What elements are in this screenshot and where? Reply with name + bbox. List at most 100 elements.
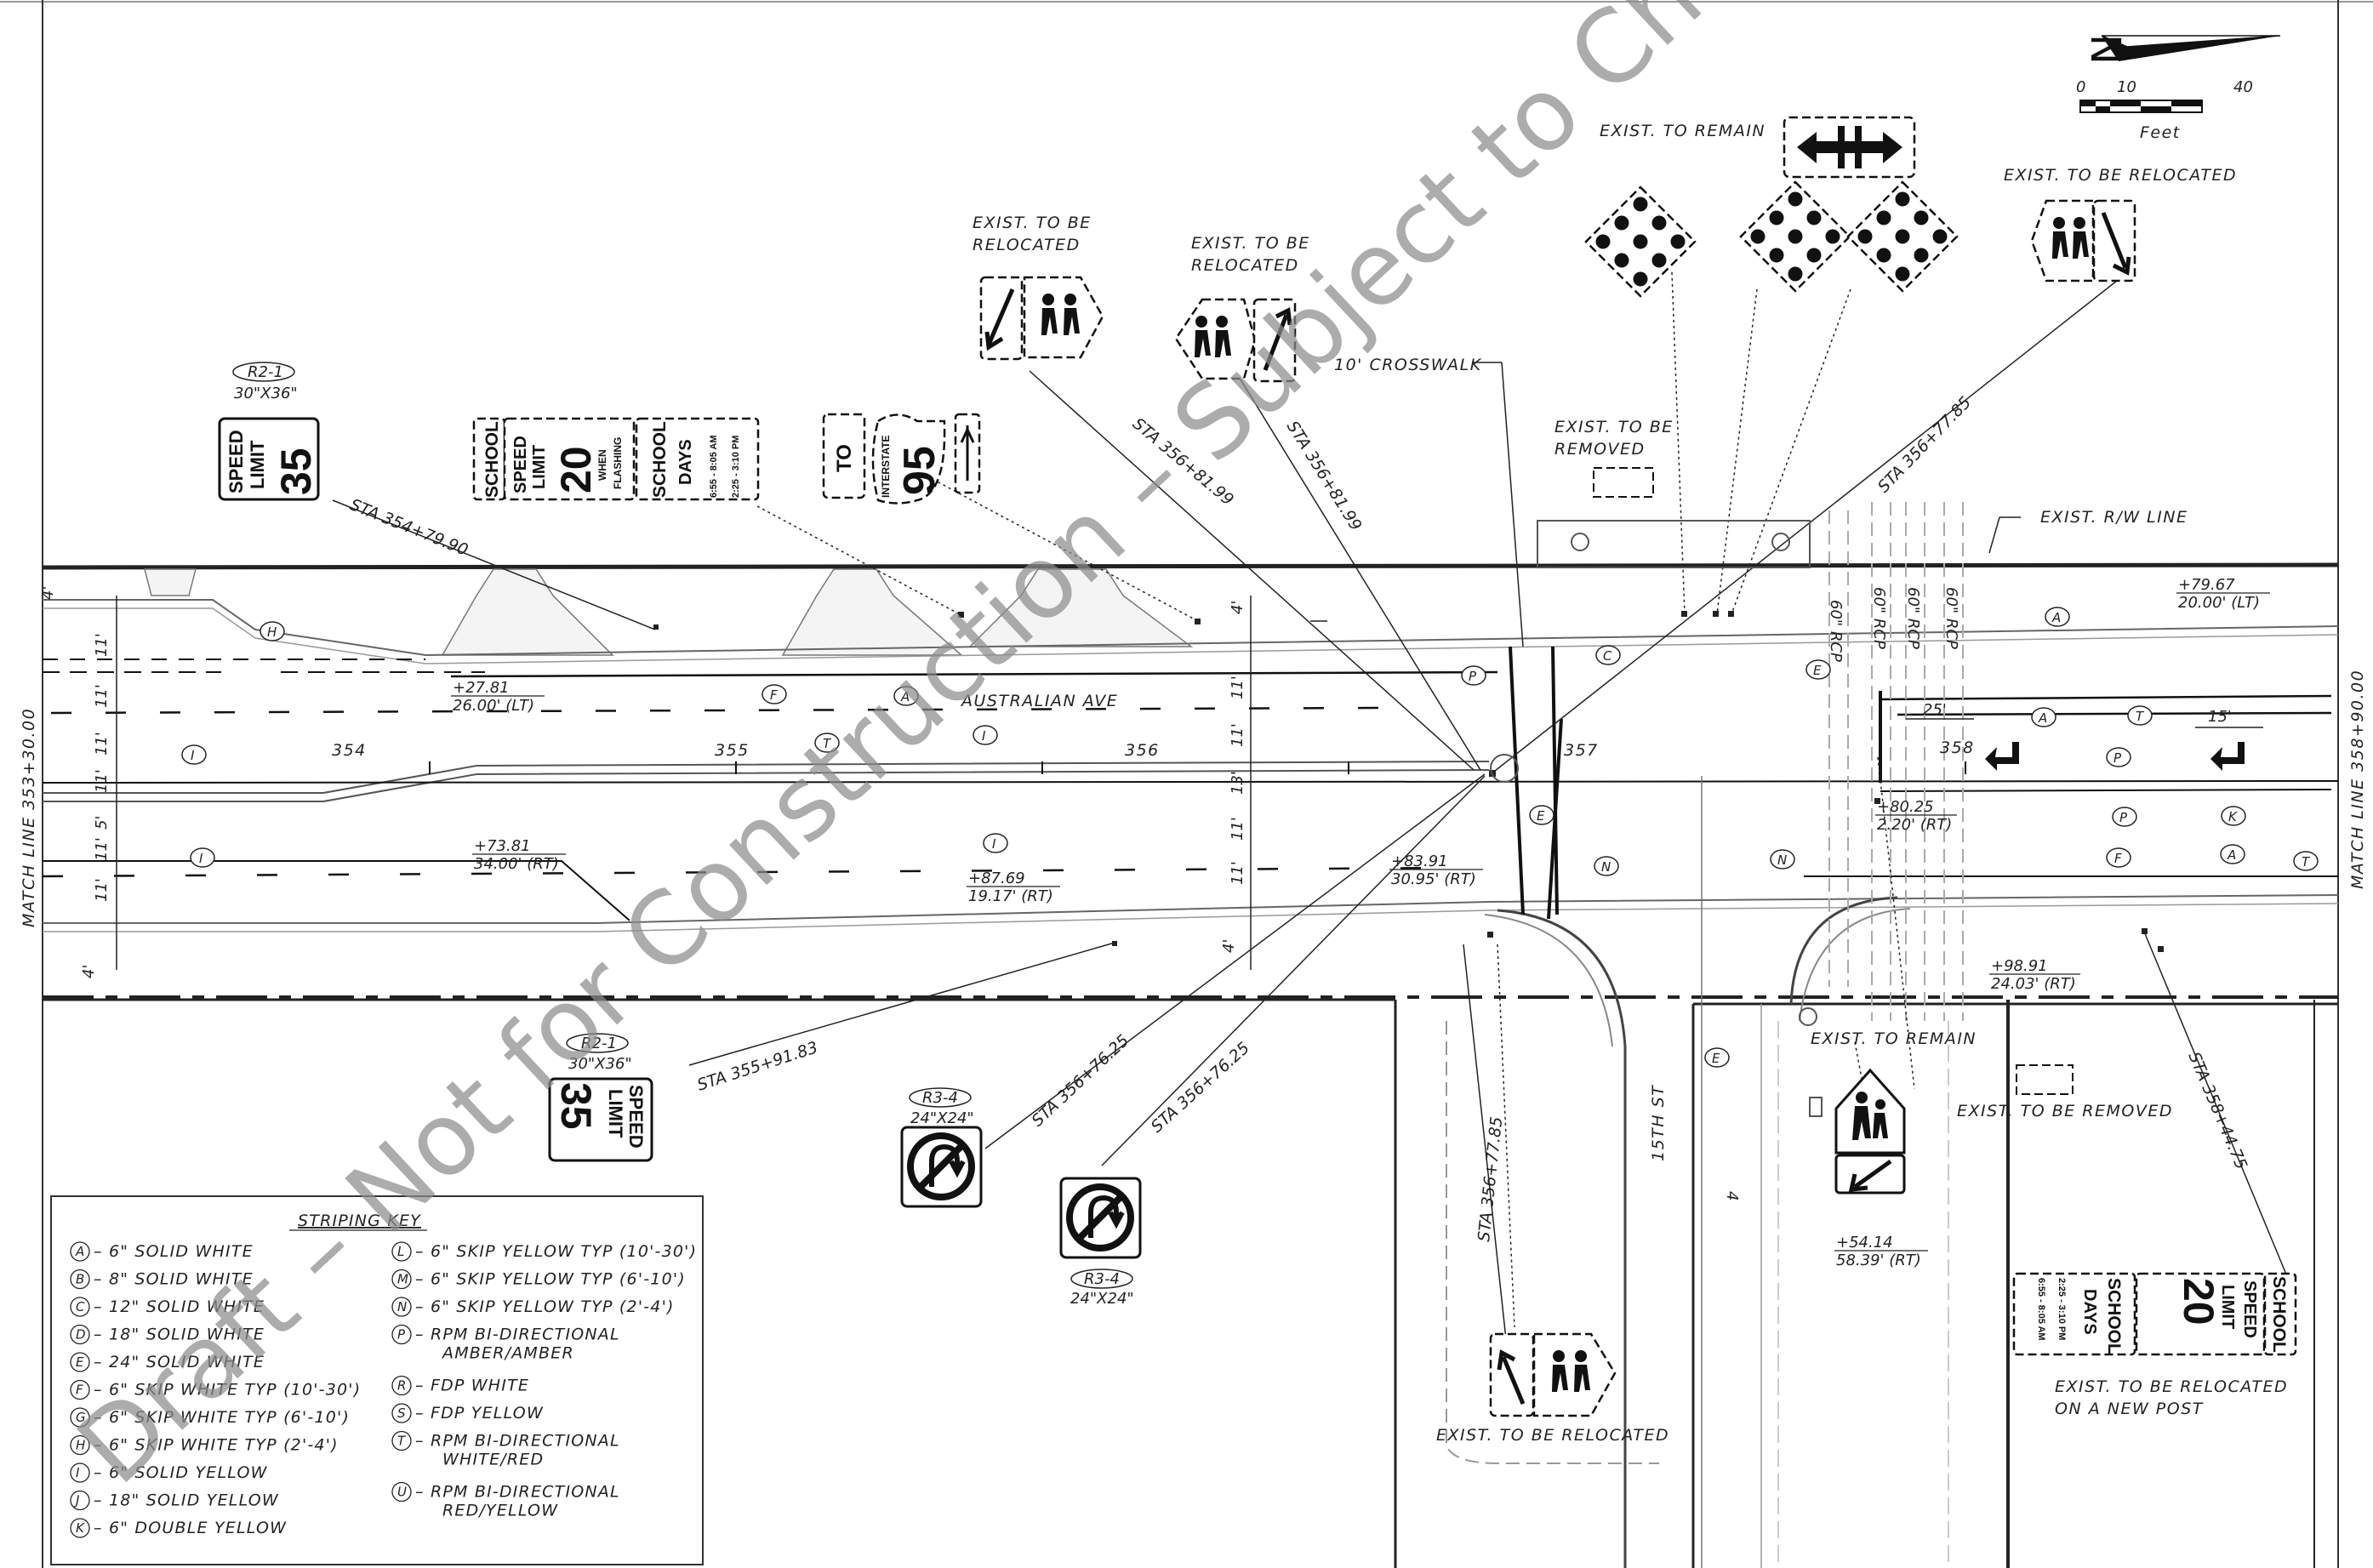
double-arrow-icon [1797, 126, 1902, 168]
school-top-limit: LIMIT [530, 445, 549, 489]
svg-text:G: G [76, 1410, 86, 1425]
scale-40: 40 [2233, 78, 2253, 96]
svg-text:H: H [76, 1438, 85, 1453]
school-speed-sign-top-text: SCHOOL SPEED LIMIT 20 WHEN FLASHING SCHO… [482, 421, 741, 498]
lane-dimensions-left: 4' 11' 11' 11' 11' 5' 11' 11' 4' 4' 11' … [39, 586, 2263, 978]
note-exist-reloc-1a: EXIST. TO BE [973, 214, 1092, 232]
marker-a-1: A [893, 686, 919, 706]
no-uturn-sign-right: R3-4 24"X24" [1059, 1177, 1142, 1308]
school-top-school: SCHOOL [650, 421, 670, 498]
striping-key-item: D – 18" SOLID WHITE [70, 1324, 265, 1345]
svg-text:RED/YELLOW: RED/YELLOW [442, 1502, 558, 1520]
utility-items [1490, 520, 1823, 1117]
school-top-when: WHEN [596, 449, 608, 481]
offset-6-off: 2.20' (RT) [1877, 816, 1952, 834]
dotted-leaders [756, 271, 1915, 1328]
offset-7-sta: +98.91 [1991, 957, 2048, 975]
marker-n-2: N [1770, 849, 1795, 870]
svg-text:– 6" SKIP YELLOW TYP (10'-30': – 6" SKIP YELLOW TYP (10'-30') [415, 1242, 697, 1261]
dim-5: 5' [93, 816, 111, 830]
marker-e-3: E [1704, 1047, 1730, 1068]
offset-7-off: 24.03' (RT) [1991, 975, 2076, 993]
r21-bottom-limit: LIMIT [605, 1089, 626, 1138]
school-speed-sign-top [472, 417, 760, 501]
dim-11-a: 11' [93, 633, 111, 657]
note-exist-removed-top-b: REMOVED [1554, 440, 1646, 459]
to-i95-sign: TO INTERSTATE 95 [822, 413, 981, 505]
offset-4-sta: +83.91 [1391, 852, 1448, 870]
svg-text:H: H [267, 624, 277, 640]
pedestrian-sign-reloc-bottom [1489, 1332, 1617, 1417]
note-exist-reloc-2a: EXIST. TO BE [1191, 234, 1310, 253]
no-uturn-icon-1 [907, 1132, 975, 1200]
station-356: 356 [1125, 741, 1160, 760]
svg-text:– 12" SOLID WHITE: – 12" SOLID WHITE [94, 1297, 265, 1316]
no-uturn-sign-left: R3-4 24"X24" [900, 1087, 983, 1208]
striping-key-right-list: L– 6" SKIP YELLOW TYP (10'-30')M– 6" SKI… [391, 1241, 697, 1520]
dim-4-right-top: 4' [1229, 601, 1246, 614]
striping-key-item: I– 6" SOLID YELLOW [70, 1463, 266, 1483]
note-exist-reloc-2b: RELOCATED [1191, 256, 1299, 275]
svg-text:– 6" SKIP WHITE TYP (6'-10'): – 6" SKIP WHITE TYP (6'-10') [94, 1408, 350, 1427]
striping-key-item: B– 8" SOLID WHITE [70, 1269, 253, 1290]
svg-text:A: A [2051, 610, 2061, 625]
school-bot-speed: SPEED [2240, 1280, 2259, 1338]
school-top-flashing: FLASHING [612, 437, 624, 489]
marker-t-1: T [814, 733, 840, 753]
marker-a-2: A [2045, 607, 2070, 627]
striping-key-item: N– 6" SKIP YELLOW TYP (2'-4') [391, 1297, 675, 1317]
svg-text:T: T [823, 736, 832, 751]
school-bot-value: 20 [2175, 1278, 2222, 1326]
svg-text:D: D [76, 1327, 86, 1343]
note-exist-removed-top-a: EXIST. TO BE [1554, 418, 1674, 436]
svg-text:AMBER/AMBER: AMBER/AMBER [441, 1344, 574, 1363]
marker-i-4: I [983, 833, 1008, 853]
marker-n-1: N [1594, 856, 1619, 876]
north-arrow: N 0 10 40 Feet [2076, 34, 2281, 142]
rcp-label-2: 60" RCP [1870, 587, 1888, 649]
marker-e-1: E [1529, 805, 1554, 825]
offset-1-off: 26.00' (LT) [453, 697, 534, 715]
svg-text:A: A [2227, 847, 2236, 863]
note-exist-remain-bottom: EXIST. TO REMAIN [1811, 1029, 1977, 1048]
svg-text:– 24" SOLID WHITE: – 24" SOLID WHITE [94, 1353, 265, 1371]
svg-text:K: K [2228, 809, 2238, 824]
striping-key-item: C– 12" SOLID WHITE [70, 1297, 265, 1317]
speed-limit-sign-bottom: R2-1 30"X36" SPEED LIMIT 35 [548, 1033, 653, 1162]
interstate-text: INTERSTATE [880, 435, 892, 498]
svg-text:– 18" SOLID WHITE: – 18" SOLID WHITE [94, 1326, 265, 1344]
svg-text:T: T [2136, 709, 2145, 724]
svg-text:I: I [76, 1465, 80, 1480]
north-letter: N [2081, 34, 2129, 65]
rcp-pipes [1828, 502, 1964, 1021]
svg-text:– 6" SKIP WHITE TYP (2'-4'): – 6" SKIP WHITE TYP (2'-4') [94, 1436, 339, 1455]
match-line-left: MATCH LINE 353+30.00 [20, 708, 38, 927]
svg-text:T: T [397, 1434, 407, 1449]
svg-text:– 6" SKIP YELLOW TYP (2'-4'): – 6" SKIP YELLOW TYP (2'-4') [415, 1297, 675, 1316]
scale-0: 0 [2076, 78, 2085, 96]
offset-2-sta: +73.81 [474, 837, 531, 855]
r34-left-size: 24"X24" [910, 1109, 974, 1127]
dim-11-b: 11' [93, 684, 111, 708]
pedestrian-sign-reloc-top-right [2030, 199, 2136, 282]
marker-e-2: E [1805, 659, 1831, 680]
school-top-speed: SPEED [511, 436, 530, 493]
striping-key-item: E– 24" SOLID WHITE [70, 1352, 265, 1372]
marker-i-3: I [973, 725, 998, 745]
school-speed-sign-bottom [2012, 1272, 2297, 1356]
school-top-pm: 2:25 - 3:10 PM [731, 436, 741, 498]
marker-p-2: P [2106, 747, 2131, 767]
svg-text:T: T [2302, 854, 2311, 870]
r34-left-code: R3-4 [922, 1089, 958, 1107]
school-bot-limit: LIMIT [2218, 1285, 2237, 1329]
marker-i-2: I [190, 847, 215, 868]
marker-f-2: F [2106, 847, 2131, 868]
scale-10: 10 [2117, 78, 2136, 96]
removed-sign-bottom [2016, 1064, 2074, 1095]
two-way-traffic-sign [1783, 116, 1916, 179]
road-edges [43, 599, 2339, 932]
